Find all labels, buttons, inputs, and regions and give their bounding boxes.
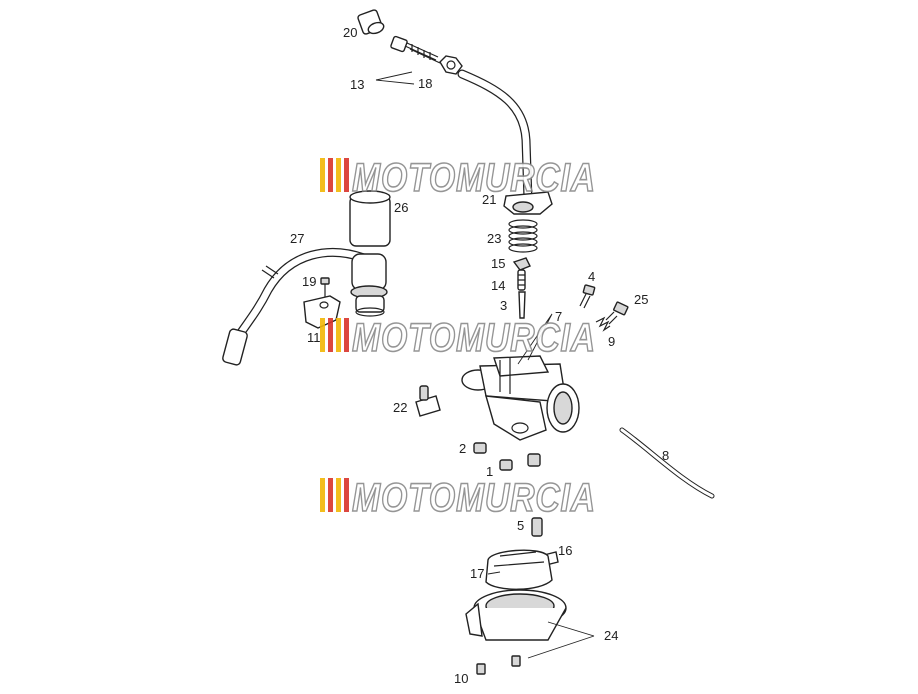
screw-4 xyxy=(579,284,596,309)
watermark-2: MOTOMURCIA xyxy=(320,315,596,361)
part-label-21: 21 xyxy=(482,192,496,207)
jet-1 xyxy=(499,453,541,471)
part-label-2: 2 xyxy=(459,441,466,456)
watermark-stripe xyxy=(328,478,333,512)
part-label-1: 1 xyxy=(486,464,493,479)
cable-adjuster-20 xyxy=(357,9,385,35)
watermark-stripe xyxy=(344,318,349,352)
part-label-24: 24 xyxy=(604,628,618,643)
choke-cable-27 xyxy=(222,247,369,366)
watermark-stripe xyxy=(320,318,325,352)
part-label-7: 7 xyxy=(555,309,562,324)
part-label-5: 5 xyxy=(517,518,524,533)
watermark-stripe xyxy=(336,158,341,192)
part-label-25: 25 xyxy=(634,292,648,307)
jet-5 xyxy=(531,517,543,537)
fitting-22 xyxy=(415,385,441,417)
needle-14 xyxy=(517,269,526,291)
part-label-17: 17 xyxy=(470,566,484,581)
watermark-3: MOTOMURCIA xyxy=(320,475,596,521)
spring-9 xyxy=(595,316,611,332)
watermark-text: MOTOMURCIA xyxy=(352,476,596,520)
watermark-stripe xyxy=(320,158,325,192)
part-label-15: 15 xyxy=(491,256,505,271)
watermark-stripe xyxy=(328,318,333,352)
float-17 xyxy=(485,549,553,590)
part-label-18: 18 xyxy=(418,76,432,91)
watermark-stripe xyxy=(344,158,349,192)
screw-25 xyxy=(605,301,629,325)
part-label-16: 16 xyxy=(558,543,572,558)
clip-15 xyxy=(512,257,531,271)
watermark-1: MOTOMURCIA xyxy=(320,155,596,201)
part-label-8: 8 xyxy=(662,448,669,463)
part-label-3: 3 xyxy=(500,298,507,313)
carburetor-body xyxy=(461,355,580,441)
cap-21 xyxy=(503,191,553,215)
part-label-27: 27 xyxy=(290,231,304,246)
part-label-14: 14 xyxy=(491,278,505,293)
float-bowl-24 xyxy=(465,589,567,641)
choke-cover-26 xyxy=(349,190,391,247)
leader-lines xyxy=(375,71,595,659)
part-labels: 1 2 3 4 5 7 8 9 10 11 13 14 15 16 17 18 … xyxy=(290,25,669,686)
screw-10 xyxy=(476,655,521,675)
nut-18 xyxy=(439,55,463,75)
watermark-text: MOTOMURCIA xyxy=(352,316,596,360)
part-label-22: 22 xyxy=(393,400,407,415)
part-label-10: 10 xyxy=(454,671,468,686)
adjusting-screw-13 xyxy=(390,35,441,64)
watermark-stripe xyxy=(336,318,341,352)
part-label-11: 11 xyxy=(307,330,321,345)
throttle-cable xyxy=(457,69,533,205)
part-label-23: 23 xyxy=(487,231,501,246)
part-label-19: 19 xyxy=(302,274,316,289)
tube-8 xyxy=(619,427,715,499)
choke-body xyxy=(350,253,388,317)
part-label-4: 4 xyxy=(588,269,595,284)
watermark-stripe xyxy=(328,158,333,192)
watermark-text: MOTOMURCIA xyxy=(352,156,596,200)
part-label-9: 9 xyxy=(608,334,615,349)
part-label-20: 20 xyxy=(343,25,357,40)
part-label-13: 13 xyxy=(350,77,364,92)
part-label-26: 26 xyxy=(394,200,408,215)
plug-2 xyxy=(473,442,487,454)
watermark-stripe xyxy=(320,478,325,512)
watermark-stripe xyxy=(344,478,349,512)
spring-23 xyxy=(508,219,538,253)
watermark-stripe xyxy=(336,478,341,512)
slide-3 xyxy=(518,291,526,319)
